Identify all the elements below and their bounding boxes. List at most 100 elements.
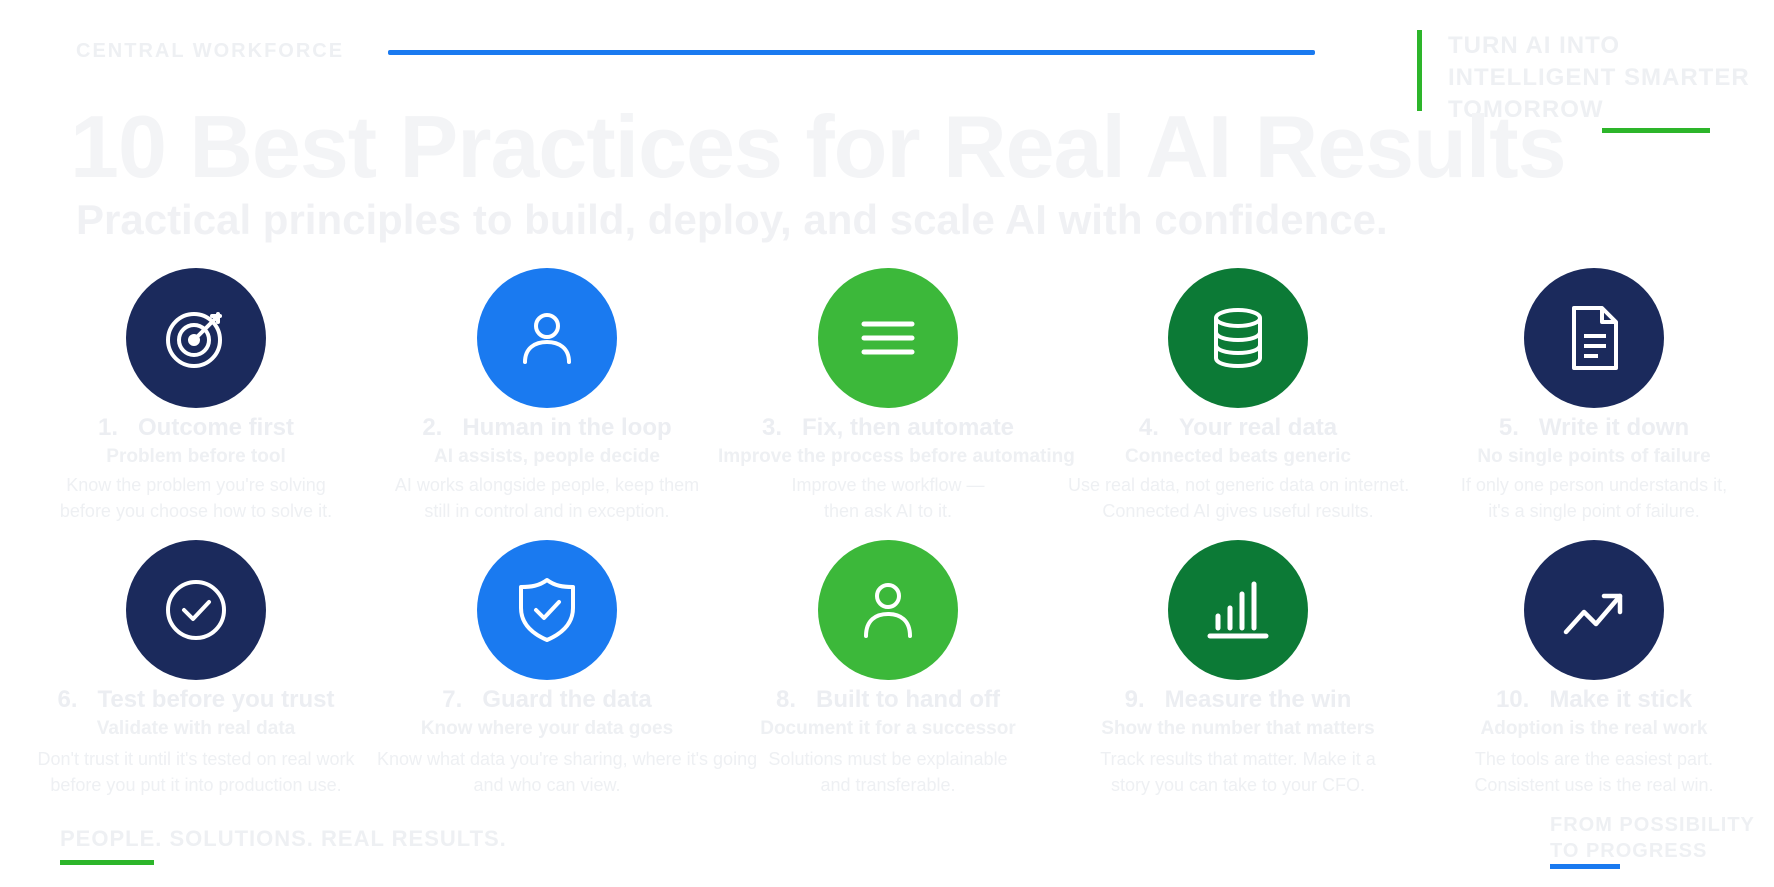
practice-title: 8. Built to hand off bbox=[718, 686, 1058, 714]
practice-icon-circle bbox=[818, 268, 958, 408]
practice-description-line: If only one person understands it, bbox=[1460, 475, 1728, 495]
practice-icon-circle bbox=[1524, 268, 1664, 408]
corner-accent-bar bbox=[1417, 30, 1422, 111]
practice-title-text: Fix, then automate bbox=[802, 414, 1015, 441]
practice-description-line: before you choose how to solve it. bbox=[59, 501, 333, 521]
practice-title-text: Built to hand off bbox=[816, 686, 1000, 713]
footer-left-underline bbox=[60, 860, 154, 865]
practice-icon-circle bbox=[1524, 540, 1664, 680]
practice-description-line: AI works alongside people, keep them bbox=[394, 475, 700, 495]
database-icon bbox=[1202, 302, 1274, 374]
footer-right-line-2: TO PROGRESS bbox=[1550, 840, 1708, 862]
practice-icon-circle bbox=[477, 268, 617, 408]
person-icon bbox=[852, 574, 924, 646]
practice-title: 2. Human in the loop bbox=[377, 414, 717, 442]
practice-description-line: Improve the workflow — bbox=[791, 475, 985, 495]
practice-title-text: Human in the loop bbox=[462, 414, 672, 441]
footer-right-underline bbox=[1550, 864, 1620, 869]
practice-subtitle: Connected beats generic bbox=[1125, 446, 1351, 467]
practice-title: 6. Test before you trust bbox=[26, 686, 366, 714]
practice-title-text: Test before you trust bbox=[97, 686, 335, 713]
practice-subtitle: Show the number that matters bbox=[1101, 718, 1375, 739]
practice-description: Solutions must be explainable and transfe… bbox=[718, 746, 1058, 798]
footer-right-tagline: FROM POSSIBILITY TO PROGRESS bbox=[1550, 812, 1755, 864]
practice-description: Know the problem you're solving before yo… bbox=[26, 472, 366, 524]
practice-subtitle: Validate with real data bbox=[96, 718, 296, 739]
practice-number: 8. bbox=[776, 686, 797, 713]
practice-description: Improve the workflow — then ask AI to it. bbox=[718, 472, 1058, 524]
practice-description-line: Solutions must be explainable bbox=[768, 749, 1008, 769]
practice-title-text: Make it stick bbox=[1549, 686, 1693, 713]
practice-subtitle: Know where your data goes bbox=[420, 718, 674, 739]
practice-description: The tools are the easiest part. Consisten… bbox=[1424, 746, 1764, 798]
practice-description: AI works alongside people, keep them stil… bbox=[377, 472, 717, 524]
bar-chart-icon bbox=[1202, 574, 1274, 646]
practice-icon-circle bbox=[818, 540, 958, 680]
footer-right-line-1: FROM POSSIBILITY bbox=[1550, 814, 1755, 836]
practice-icon-circle bbox=[1168, 268, 1308, 408]
practice-number: 4. bbox=[1138, 414, 1159, 441]
practice-description: If only one person understands it,it's a… bbox=[1424, 472, 1764, 524]
practice-title: 9. Measure the win bbox=[1068, 686, 1408, 714]
practice-subtitle: Document it for a successor bbox=[760, 718, 1016, 739]
practice-number: 5. bbox=[1498, 414, 1519, 441]
practice-subtitle: Adoption is the real work bbox=[1480, 718, 1708, 739]
practice-description-line: story you can take to your CFO. bbox=[1110, 775, 1366, 795]
practice-number: 10. bbox=[1495, 686, 1530, 713]
practice-title: 5. Write it down bbox=[1424, 414, 1764, 442]
practice-description-line: Know the problem you're solving bbox=[66, 475, 326, 495]
check-circle-icon bbox=[160, 574, 232, 646]
practice-icon-circle bbox=[126, 268, 266, 408]
practice-description-line: and transferable. bbox=[820, 775, 956, 795]
practice-title-text: Outcome first bbox=[138, 414, 295, 441]
practice-title-text: Guard the data bbox=[482, 686, 652, 713]
practice-subtitle: No single points of failure bbox=[1477, 446, 1711, 467]
practice-number: 6. bbox=[57, 686, 78, 713]
menu-icon bbox=[852, 302, 924, 374]
corner-line-2: INTELLIGENT SMARTER bbox=[1448, 64, 1750, 91]
corner-line-1: TURN AI INTO bbox=[1448, 32, 1620, 59]
practice-number: 9. bbox=[1124, 686, 1145, 713]
practice-title-text: Write it down bbox=[1538, 414, 1690, 441]
practice-title-text: Your real data bbox=[1178, 414, 1338, 441]
user-icon bbox=[511, 302, 583, 374]
practice-description-line: still in control and in exception. bbox=[424, 501, 670, 521]
practice-description: Know what data you're sharing, where it'… bbox=[377, 746, 758, 798]
practice-description-line: then ask AI to it. bbox=[823, 501, 953, 521]
practice-description: Don't trust it until it's tested on real… bbox=[26, 746, 366, 798]
corner-underline bbox=[1602, 128, 1710, 133]
corner-tagline: TURN AI INTO INTELLIGENT SMARTER TOMORRO… bbox=[1448, 30, 1750, 126]
practice-subtitle: Improve the process before automating bbox=[718, 446, 1075, 467]
practice-number: 1. bbox=[97, 414, 118, 441]
document-icon bbox=[1558, 302, 1630, 374]
practice-number: 2. bbox=[422, 414, 443, 441]
practice-title: 3. Fix, then automate bbox=[718, 414, 1058, 442]
practice-title: 4. Your real data bbox=[1068, 414, 1408, 442]
practice-icon-circle bbox=[477, 540, 617, 680]
kicker: CENTRAL WORKFORCE bbox=[76, 40, 345, 62]
practice-description-line: Use real data, not generic data on inter… bbox=[1068, 475, 1410, 495]
top-accent-line bbox=[388, 50, 1315, 55]
practice-description-line: Know what data you're sharing, where it'… bbox=[377, 749, 758, 769]
practice-subtitle: AI assists, people decide bbox=[434, 446, 660, 467]
trend-up-icon bbox=[1558, 574, 1630, 646]
practice-number: 3. bbox=[761, 414, 782, 441]
shield-check-icon bbox=[511, 574, 583, 646]
page-title: 10 Best Practices for Real AI Results bbox=[70, 97, 1567, 196]
practice-title: 1. Outcome first bbox=[26, 414, 366, 442]
practice-description: Use real data, not generic data on inter… bbox=[1068, 472, 1410, 524]
practice-description: Track results that matter. Make it a stor… bbox=[1068, 746, 1408, 798]
practice-subtitle: Problem before tool bbox=[106, 446, 286, 467]
practice-icon-circle bbox=[126, 540, 266, 680]
practice-description-line: and who can view. bbox=[473, 775, 621, 795]
footer-tagline: PEOPLE. SOLUTIONS. REAL RESULTS. bbox=[60, 826, 507, 851]
practice-description-line: Don't trust it until it's tested on real… bbox=[37, 749, 355, 769]
target-icon bbox=[160, 302, 232, 374]
practice-description-line: Consistent use is the real win. bbox=[1474, 775, 1714, 795]
practice-title: 10. Make it stick bbox=[1424, 686, 1764, 714]
practice-description-line: Track results that matter. Make it a bbox=[1100, 749, 1376, 769]
practice-icon-circle bbox=[1168, 540, 1308, 680]
practice-title-text: Measure the win bbox=[1164, 686, 1352, 713]
corner-line-3: TOMORROW bbox=[1448, 96, 1604, 123]
practice-description-line: The tools are the easiest part. bbox=[1474, 749, 1714, 769]
